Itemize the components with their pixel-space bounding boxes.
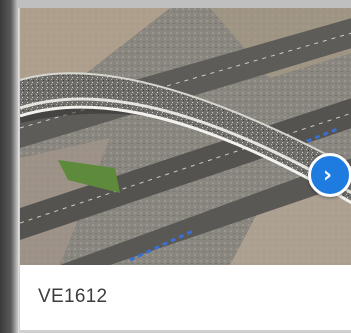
model-thumbnail[interactable] (20, 8, 351, 265)
model-title: VE1612 (38, 286, 108, 307)
next-button[interactable]: › (308, 153, 351, 197)
aerial-bridge-image (20, 8, 351, 265)
top-edge (0, 0, 351, 8)
model-card[interactable]: VE1612 (19, 8, 351, 330)
bottom-edge (19, 330, 351, 333)
left-panel-edge (0, 0, 18, 333)
chevron-right-icon: › (323, 163, 333, 188)
